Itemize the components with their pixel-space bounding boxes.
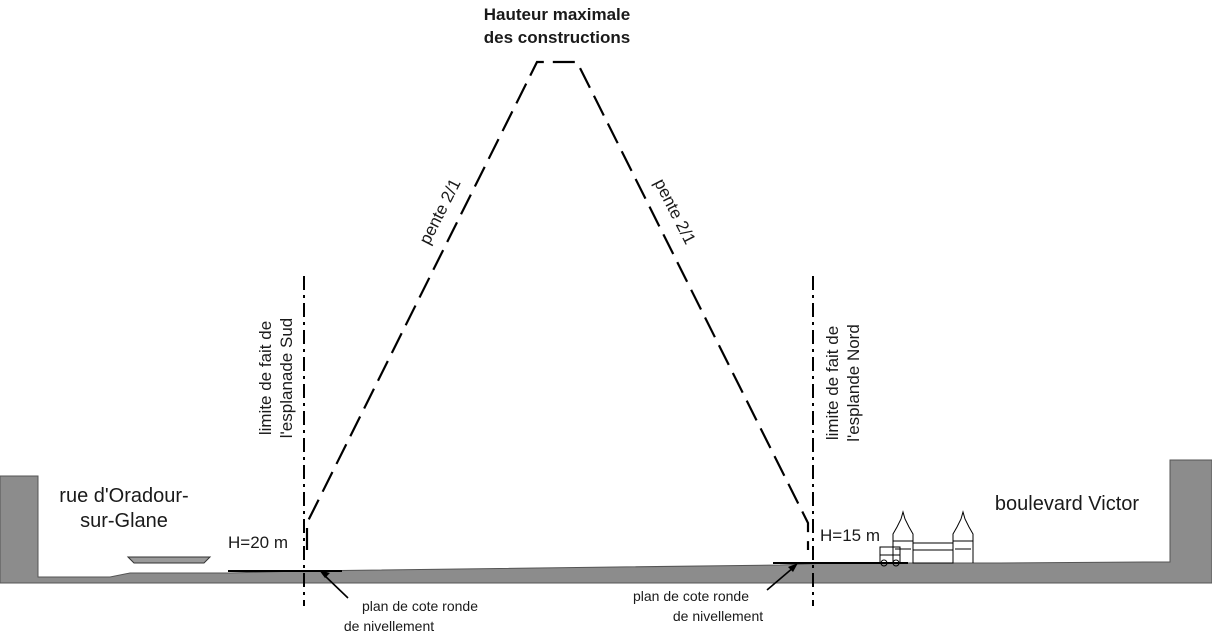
max-height-envelope (305, 60, 810, 550)
street-object-left (126, 556, 212, 564)
level-left-line-1: plan de cote ronde (362, 598, 478, 614)
level-right-line-1: plan de cote ronde (633, 588, 749, 604)
ground-profile (0, 459, 1212, 584)
height-left: H=20 m (228, 533, 288, 552)
slope-label-left: pente 2/1 (416, 176, 465, 248)
limit-north-line-2: l'esplande Nord (844, 324, 863, 442)
level-arrow-right (766, 563, 798, 591)
level-left-line-2: de nivellement (344, 618, 434, 634)
title-line-2: des constructions (484, 28, 630, 47)
buildings-right (879, 510, 974, 567)
level-arrow-left (319, 570, 349, 599)
height-right: H=15 m (820, 526, 880, 545)
level-right-line-2: de nivellement (673, 608, 763, 624)
limit-north-line-1: limite de fait de (823, 326, 842, 440)
street-right: boulevard Victor (995, 493, 1140, 515)
limit-south-line-2: l'esplanade Sud (277, 318, 296, 438)
slope-label-right: pente 2/1 (650, 176, 699, 248)
limit-south-line-1: limite de fait de (256, 321, 275, 435)
title-line-1: Hauteur maximale (484, 5, 630, 24)
street-left-line-1: rue d'Oradour- (59, 485, 188, 507)
street-left-line-2: sur-Glane (80, 510, 168, 532)
